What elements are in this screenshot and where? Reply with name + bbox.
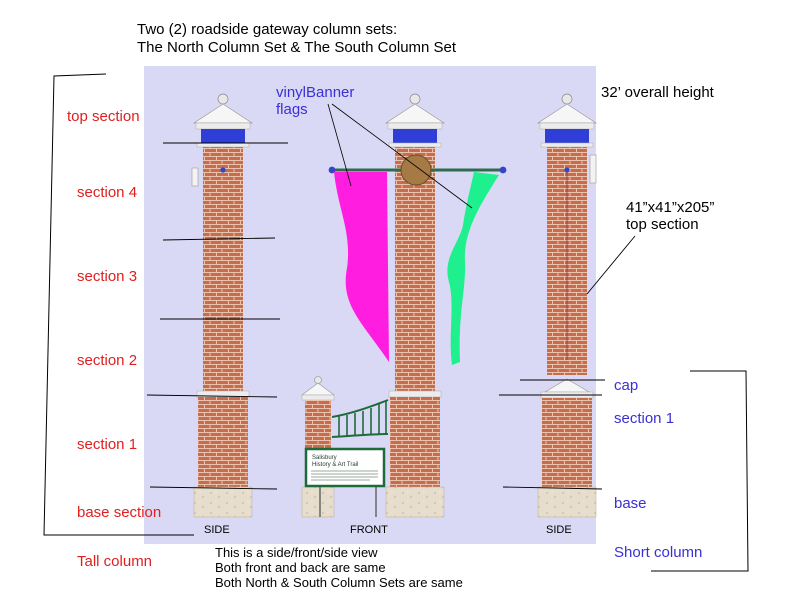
bronze-medallion (400, 154, 432, 186)
label-base: base (614, 495, 647, 512)
short-column-bracket (651, 370, 749, 572)
label-short-column: Short column (614, 544, 703, 561)
label-base-section: base section (77, 504, 162, 521)
label-section-3: section 3 (77, 268, 138, 285)
label-cap: cap (614, 377, 639, 394)
title-line-1: Two (2) roadside gateway column sets: (137, 21, 398, 38)
tall-section-1 (198, 397, 248, 487)
label-flags: flags (276, 101, 308, 118)
right-tall-column (536, 93, 598, 518)
tall-stone-base (193, 486, 253, 518)
leader-to-green-flag (331, 103, 473, 209)
label-vinyl-banner: vinylBanner (276, 84, 355, 101)
sign-title-line2: History & Art Trail (312, 462, 358, 468)
view-label-side-right: SIDE (546, 524, 572, 536)
green-banner-flag (447, 172, 499, 365)
label-section-1-tall: section 1 (77, 436, 138, 453)
note-line-2: Both front and back are same (215, 560, 386, 575)
view-label-front: FRONT (350, 524, 388, 536)
label-tall-column: Tall column (77, 553, 153, 570)
center-tall-column (384, 93, 446, 518)
sign-title-line1: Salisbury (312, 455, 337, 461)
label-top-section-size-caption: top section (626, 216, 699, 233)
left-section-dividers (146, 142, 288, 490)
label-top-section-dimensions: 41”x41”x205” (626, 199, 715, 216)
label-top-section: top section (67, 108, 140, 125)
banner-pole-mount (220, 167, 226, 173)
wrought-iron-gate (331, 399, 389, 438)
note-line-1: This is a side/front/side view (215, 545, 378, 560)
finial-ball (217, 93, 229, 105)
pole-end-left (328, 166, 336, 174)
light-fixture (191, 167, 199, 187)
magenta-banner-flag (334, 172, 389, 362)
label-overall-height: 32’ overall height (601, 84, 714, 101)
tall-column-bracket (43, 73, 194, 536)
label-section-2: section 2 (77, 352, 138, 369)
leader-to-magenta-flag (327, 103, 352, 187)
trail-sign: Salisbury History & Art Trail (304, 447, 386, 517)
label-section-1-short: section 1 (614, 410, 675, 427)
label-section-4: section 4 (77, 184, 138, 201)
tall-shaft (203, 147, 243, 393)
blue-band (201, 129, 245, 143)
pole-end-right (499, 166, 507, 174)
right-section-dividers (499, 235, 636, 490)
left-tall-column (191, 93, 254, 518)
title-line-2: The North Column Set & The South Column … (137, 39, 457, 56)
note-line-3: Both North & South Column Sets are same (215, 575, 463, 590)
small-gate-column (301, 376, 335, 518)
view-label-side-left: SIDE (204, 524, 230, 536)
